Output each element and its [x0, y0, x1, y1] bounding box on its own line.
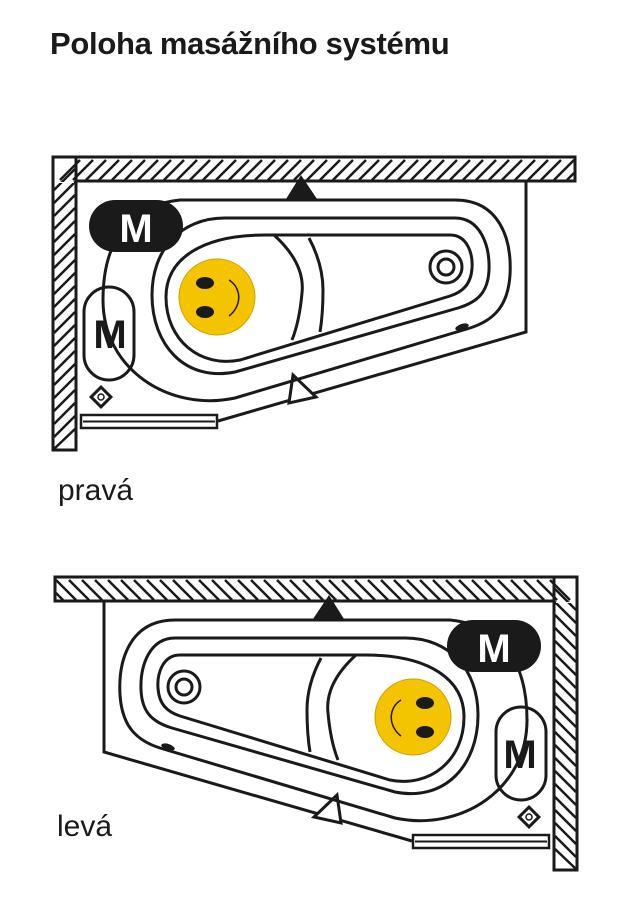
label-left-variant: levá — [57, 810, 113, 843]
label-right-variant: pravá — [58, 474, 134, 507]
massage-badge-top: M — [477, 627, 510, 671]
tub-diagram-left: M M — [53, 575, 579, 872]
massage-badge-top: M — [119, 207, 152, 251]
page-title: Poloha masážního systému — [50, 26, 450, 61]
massage-badge-side: M — [503, 733, 536, 777]
tub-diagram-right: M M — [51, 155, 577, 452]
massage-badge-side: M — [93, 313, 126, 357]
